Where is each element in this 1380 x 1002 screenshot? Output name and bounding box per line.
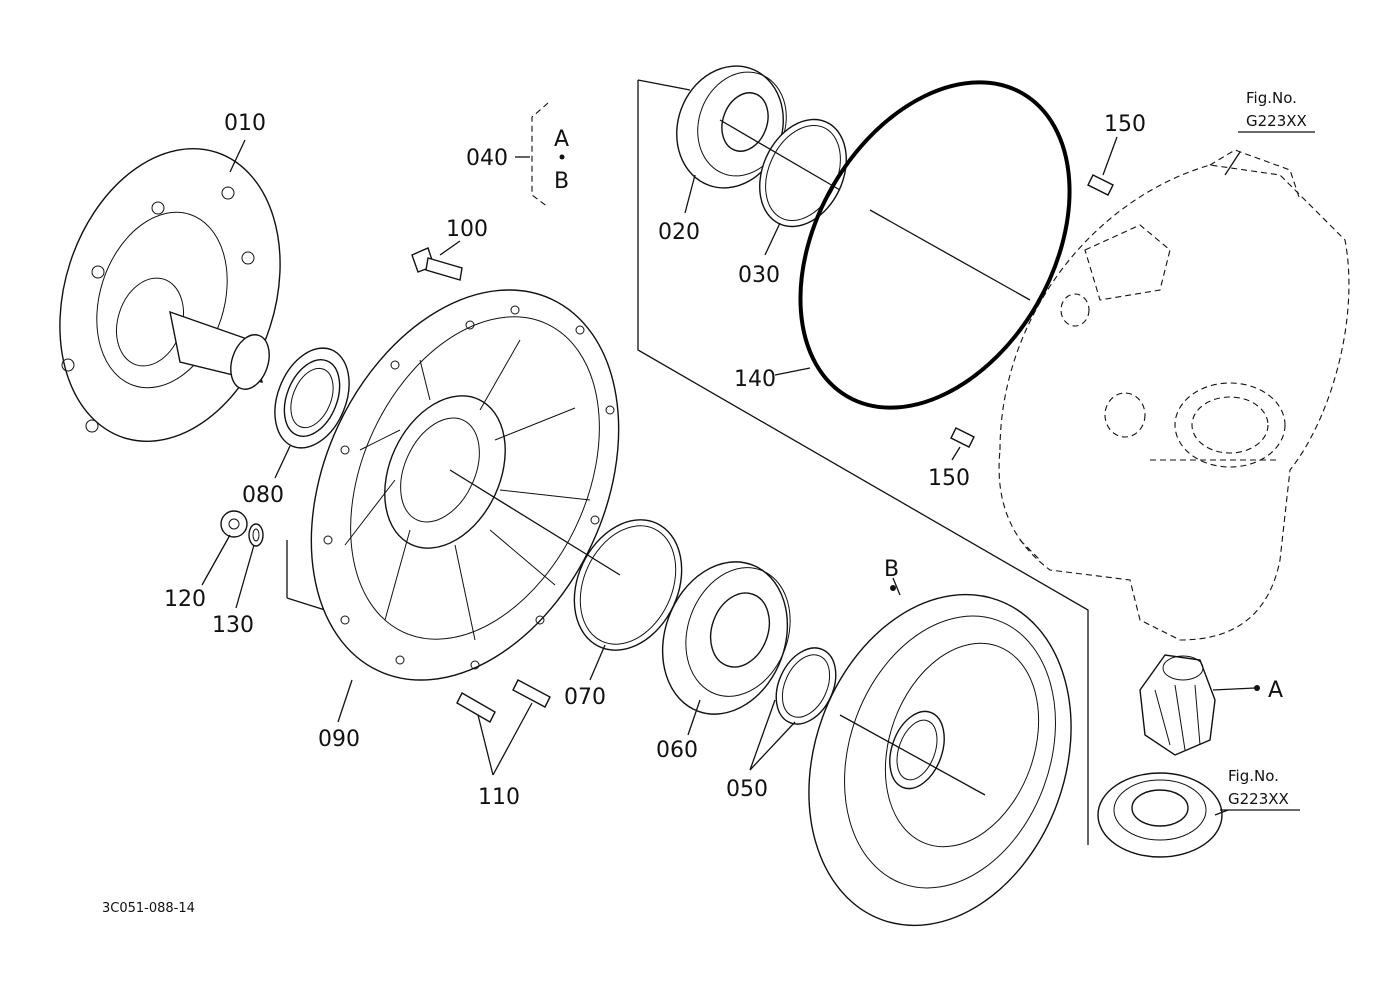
label-080: 080 <box>242 483 284 508</box>
fig-ref-bottom-prefix: Fig.No. <box>1228 767 1279 785</box>
drawing-code: 3C051-088-14 <box>102 901 195 916</box>
bearing-060-part <box>661 561 791 715</box>
marker-a-dot <box>1254 685 1260 691</box>
large-o-ring-part <box>798 80 1072 410</box>
label-040-a: A <box>554 127 569 152</box>
label-030: 030 <box>738 263 780 288</box>
bevel-gear-b-part <box>808 593 1072 927</box>
label-130: 130 <box>212 613 254 638</box>
label-marker-b: B <box>884 557 899 582</box>
label-090: 090 <box>318 727 360 752</box>
fig-ref-bottom-number: G223XX <box>1228 790 1289 808</box>
label-150-bottom: 150 <box>928 466 970 491</box>
label-110: 110 <box>478 785 520 810</box>
label-070: 070 <box>564 685 606 710</box>
label-120: 120 <box>164 587 206 612</box>
marker-b-dot <box>890 585 896 591</box>
label-040-b: B <box>554 169 569 194</box>
leader-lines <box>201 119 1256 816</box>
bracket-dot <box>559 154 565 160</box>
stud-bolts-part <box>456 679 551 723</box>
flange-shaft-part <box>59 147 281 443</box>
fig-ref-top-prefix: Fig.No. <box>1246 89 1297 107</box>
o-ring-part <box>573 519 683 651</box>
bracket-040 <box>531 102 549 208</box>
label-150-top: 150 <box>1104 112 1146 137</box>
label-060: 060 <box>656 738 698 763</box>
housing-cover-part <box>310 289 620 681</box>
dowel-pins-part <box>950 174 1114 448</box>
assembly-frame <box>286 79 1089 845</box>
bolt-part <box>411 247 463 281</box>
transmission-housing <box>998 149 1350 641</box>
reference-bearing <box>1097 772 1223 858</box>
fig-ref-top-number: G223XX <box>1246 112 1307 130</box>
nut-part <box>220 510 248 538</box>
label-100: 100 <box>446 217 488 242</box>
label-140: 140 <box>734 367 776 392</box>
oil-seal-part <box>274 347 350 449</box>
label-020: 020 <box>658 220 700 245</box>
label-marker-a: A <box>1268 678 1283 703</box>
label-010: 010 <box>224 111 266 136</box>
label-040: 040 <box>466 146 508 171</box>
bearing-020-part <box>676 65 787 189</box>
pinion-gear-a-part <box>1139 654 1216 756</box>
washer-part <box>248 523 264 547</box>
label-050: 050 <box>726 777 768 802</box>
